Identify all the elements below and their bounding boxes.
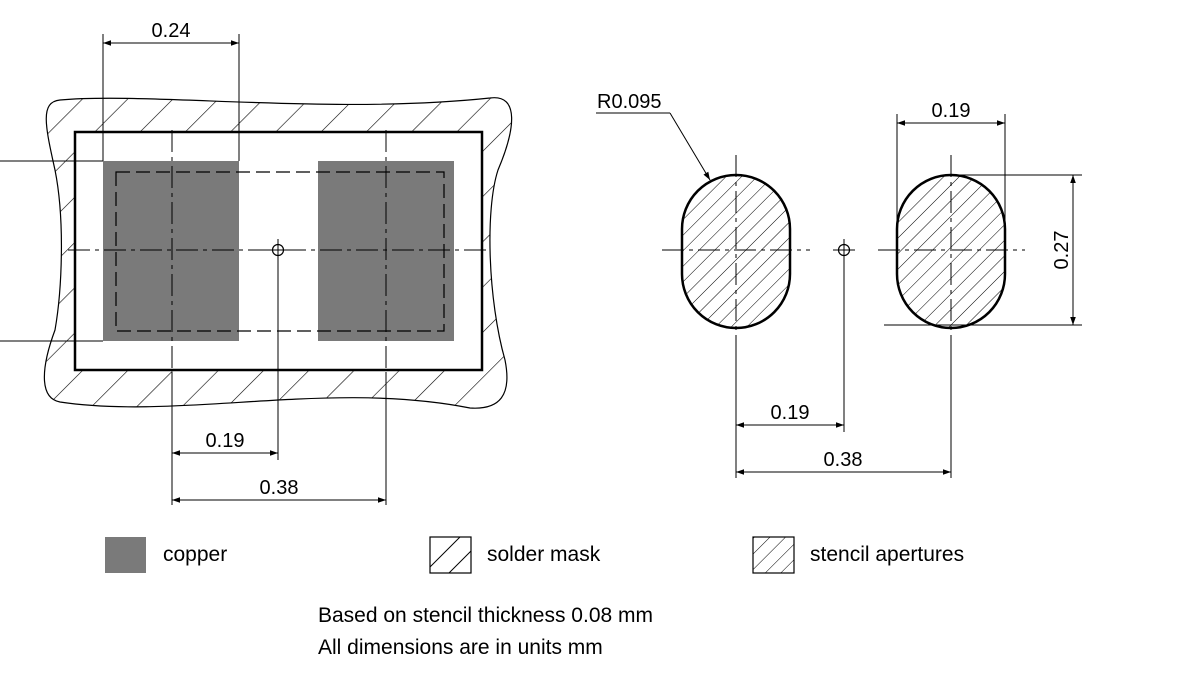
center-marker-right [833,239,855,261]
legend-item-stencil: stencil apertures [752,536,964,574]
dim-pitch-right: 0.38 [736,449,951,475]
legend-label-solder-mask: solder mask [487,543,601,566]
dim-half-pitch: 0.19 [172,430,278,456]
legend-item-copper: copper [105,537,227,573]
dim-aperture-width: 0.19 [896,100,1006,250]
dim-label-top-0-19: 0.19 [932,100,971,122]
legend-label-stencil: stencil apertures [810,543,964,566]
copper-swatch [105,537,146,573]
component-outline [115,171,445,332]
dim-label-0-27: 0.27 [1051,231,1073,270]
dim-label-right-0-38: 0.38 [824,449,863,471]
notes: Based on stencil thickness 0.08 mm All d… [318,604,653,659]
left-footprint-view: 0.24 0.19 0.38 [0,20,513,505]
dim-aperture-height: 0.27 [884,174,1082,326]
right-stencil-view: R0.095 0.19 0.27 0.19 0.38 [596,91,1082,478]
dim-pitch: 0.38 [172,477,386,503]
dim-label-0-19: 0.19 [206,430,245,452]
radius-label: R0.095 [597,91,662,113]
legend-item-solder-mask: solder mask [429,536,601,574]
solder-mask-swatch [429,536,472,574]
center-marker [267,239,289,261]
dim-label-right-0-19: 0.19 [771,402,810,424]
stencil-swatch [752,536,795,574]
dim-pad-width: 0.24 [102,20,240,161]
dim-label-0-38: 0.38 [260,477,299,499]
legend: copper solder mask stencil apertures [105,536,964,574]
legend-label-copper: copper [163,543,227,566]
copper-pad-left [103,161,239,341]
note-stencil-thickness: Based on stencil thickness 0.08 mm [318,604,653,627]
dim-label-0-24: 0.24 [152,20,191,42]
dim-half-pitch-right: 0.19 [736,402,844,428]
note-units: All dimensions are in units mm [318,636,603,659]
radius-callout: R0.095 [596,91,711,181]
